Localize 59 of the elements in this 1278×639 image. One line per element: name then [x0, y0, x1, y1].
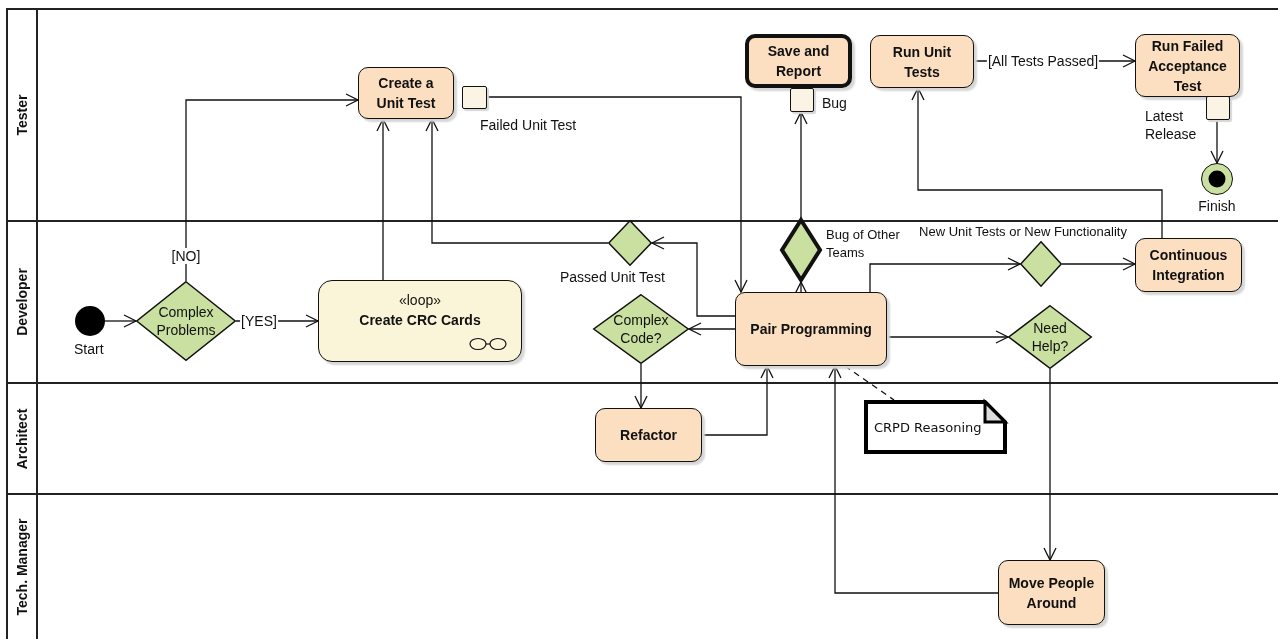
lane-label: Tester: [14, 94, 30, 136]
action-box: Pair Programming: [735, 292, 887, 366]
connector: [844, 365, 895, 401]
arrow: [425, 118, 609, 244]
node-caption: Latest Release: [1145, 107, 1198, 143]
start-node: [75, 306, 105, 336]
arrow: [828, 365, 999, 594]
pin: [462, 86, 487, 109]
arrow: [886, 330, 1009, 344]
action-box: Run Failed Acceptance Test: [1135, 34, 1240, 97]
arrow: [794, 111, 808, 219]
action-label: Create CRC Cards: [358, 311, 482, 329]
edge-label: [NO]: [170, 248, 202, 264]
lane-label: Architect: [14, 408, 30, 469]
decision-diamond: [1020, 241, 1062, 287]
note: CRPD Reasoning: [864, 400, 1007, 454]
node-caption: Finish: [1197, 197, 1237, 215]
edge-label: [All Tests Passed]: [986, 53, 1100, 69]
swimlane: [6, 493, 1278, 639]
node-caption: Start: [74, 340, 105, 358]
lane-label: Tech. Manager: [14, 518, 30, 616]
arrow: [688, 322, 736, 336]
decision-diamond: Complex Problems: [136, 281, 236, 361]
arrow: [701, 365, 774, 436]
node-caption: Bug: [822, 94, 848, 112]
arrow: [634, 363, 648, 409]
decision-diamond: [780, 218, 822, 282]
arrow: [486, 96, 748, 293]
node-caption: Passed Unit Test: [560, 268, 666, 286]
pin: [790, 88, 814, 112]
lane-label: Developer: [14, 268, 30, 336]
action-box: Save and Report: [745, 34, 852, 88]
arrow: [185, 93, 359, 282]
action-box: Refactor: [595, 408, 702, 462]
arrow: [1210, 119, 1224, 164]
end-node: [1201, 163, 1233, 195]
action-box: Move People Around: [998, 560, 1105, 625]
node-caption: Bug of Other Teams: [826, 226, 901, 262]
arrow: [1061, 257, 1136, 271]
node-caption: Failed Unit Test: [480, 116, 578, 134]
edge-label: [YES]: [240, 313, 278, 329]
arrow: [1043, 368, 1057, 561]
swimlane: [6, 382, 1278, 493]
action-box: Run Unit Tests: [870, 35, 974, 88]
arrow: [794, 281, 808, 295]
decision-diamond: Need Help?: [1008, 305, 1092, 369]
arrow: [869, 257, 1021, 293]
arrow: [104, 314, 137, 328]
loop-region: [318, 280, 522, 362]
action-box: Create a Unit Test: [358, 67, 454, 119]
action-box: Continuous Integration: [1135, 238, 1242, 292]
decision-diamond: Complex Code?: [593, 294, 689, 364]
pin: [1206, 96, 1230, 120]
stereotype-label: «loop»: [397, 291, 442, 309]
arrow: [651, 236, 736, 317]
swimlane: [6, 8, 1278, 220]
arrow: [376, 118, 390, 281]
decision-diamond: [608, 220, 652, 266]
arrow: [911, 87, 1163, 239]
